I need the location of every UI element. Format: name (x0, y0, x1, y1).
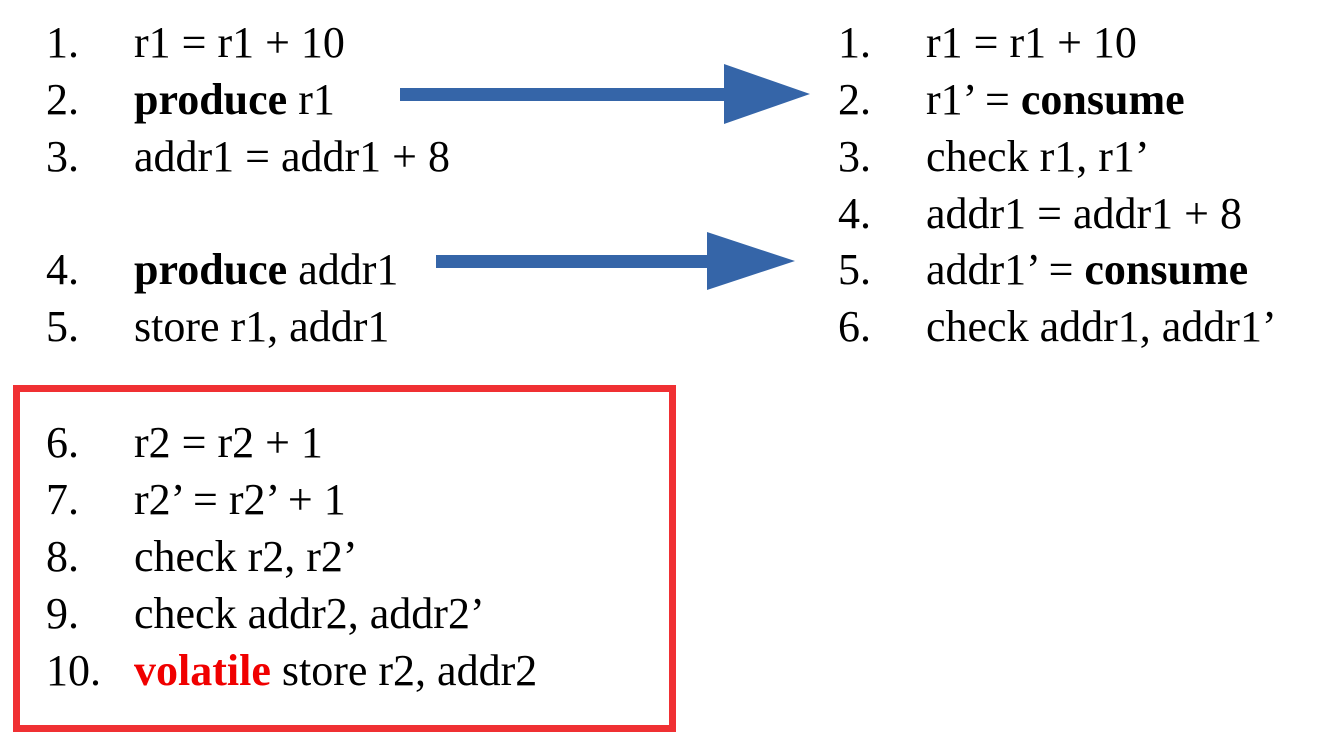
line-number: 5. (46, 302, 79, 351)
code-segment: addr1 (287, 245, 399, 294)
code-segment: addr1’ = (926, 245, 1085, 294)
line-number: 10. (46, 646, 101, 695)
code-segment: r1’ = (926, 75, 1021, 124)
code-text: addr1 = addr1 + 8 (926, 186, 1242, 242)
line-number: 2. (838, 75, 871, 124)
arrow-shaft (400, 88, 725, 101)
code-segment: addr1 = addr1 + 8 (926, 189, 1242, 238)
code-segment: r1 = r1 + 10 (134, 18, 345, 67)
code-keyword: consume (1084, 245, 1249, 294)
code-text: check r2, r2’ (134, 529, 358, 585)
code-segment: check addr2, addr2’ (134, 589, 485, 638)
volatile-highlight-box (13, 385, 676, 732)
code-segment: r2 = r2 + 1 (134, 418, 323, 467)
code-text: addr1 = addr1 + 8 (134, 129, 450, 185)
arrow-produce-addr1-to-consume (436, 232, 795, 290)
code-text: check r1, r1’ (926, 129, 1150, 185)
code-segment: store r2, addr2 (270, 646, 538, 695)
code-segment: r1 (287, 75, 335, 124)
line-number: 1. (838, 18, 871, 67)
arrow-produce-r1-to-consume (400, 64, 810, 124)
code-text: check addr1, addr1’ (926, 299, 1277, 355)
line-number: 9. (46, 589, 79, 638)
code-text: r1 = r1 + 10 (926, 15, 1137, 71)
code-segment: store r1, addr1 (134, 302, 390, 351)
code-segment: r2’ = r2’ + 1 (134, 475, 346, 524)
code-text: r1’ = consume (926, 72, 1185, 128)
code-keyword: produce (134, 75, 288, 124)
arrow-shaft (436, 255, 708, 268)
code-text: r2 = r2 + 1 (134, 415, 323, 471)
code-text: addr1’ = consume (926, 242, 1248, 298)
code-text: produce r1 (134, 72, 335, 128)
code-segment: r1 = r1 + 10 (926, 18, 1137, 67)
code-segment: check r1, r1’ (926, 132, 1150, 181)
code-text: r1 = r1 + 10 (134, 15, 345, 71)
code-keyword: consume (1020, 75, 1185, 124)
code-segment: check addr1, addr1’ (926, 302, 1277, 351)
line-number: 5. (838, 245, 871, 294)
line-number: 4. (46, 245, 79, 294)
volatile-keyword: volatile (134, 646, 271, 695)
line-number: 2. (46, 75, 79, 124)
code-text: store r1, addr1 (134, 299, 389, 355)
line-number: 6. (838, 302, 871, 351)
line-number: 3. (838, 132, 871, 181)
line-number: 1. (46, 18, 79, 67)
code-segment: addr1 = addr1 + 8 (134, 132, 450, 181)
arrow-head (707, 232, 795, 290)
code-text: volatile store r2, addr2 (134, 643, 537, 699)
arrow-head (724, 64, 810, 124)
code-text: check addr2, addr2’ (134, 586, 485, 642)
line-number: 3. (46, 132, 79, 181)
code-keyword: produce (134, 245, 288, 294)
line-number: 4. (838, 189, 871, 238)
code-text: produce addr1 (134, 242, 398, 298)
line-number: 7. (46, 475, 79, 524)
code-segment: check r2, r2’ (134, 532, 358, 581)
code-text: r2’ = r2’ + 1 (134, 472, 346, 528)
line-number: 8. (46, 532, 79, 581)
line-number: 6. (46, 418, 79, 467)
